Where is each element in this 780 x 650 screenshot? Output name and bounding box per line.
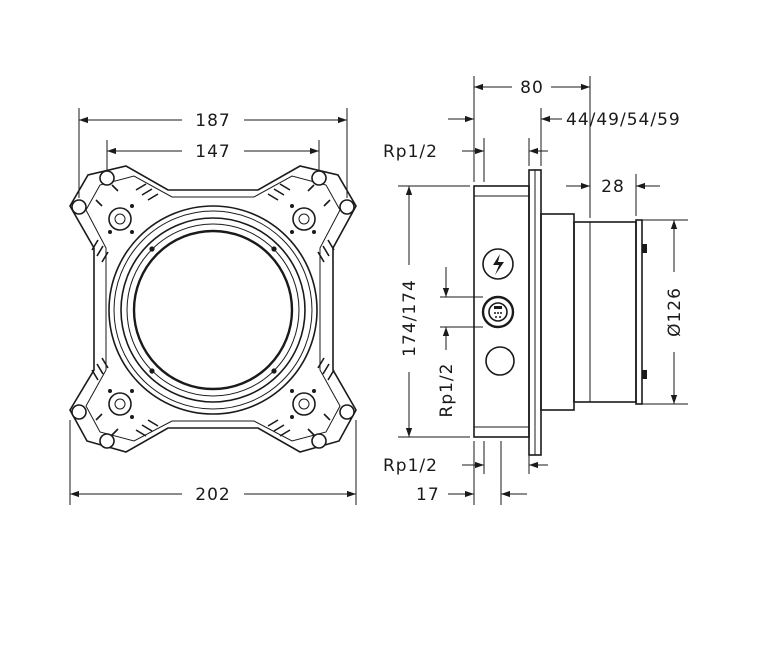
front-view: 187 147 202 (69, 108, 357, 505)
dimension-80: 80 (474, 78, 590, 98)
shower-head-symbol-icon (494, 306, 502, 318)
dim-label-17: 17 (416, 485, 440, 505)
dim-label-147: 147 (195, 142, 230, 162)
adjustable-sleeve (540, 213, 575, 411)
side-view: 80 44/49/54/59 Rp1/2 28 174/174 (383, 76, 688, 505)
dim-label-174: 174/174 (400, 279, 420, 357)
mounting-bolts (108, 207, 316, 416)
dimension-thread-top: Rp1/2 (383, 142, 548, 162)
inner-opening (132, 229, 294, 391)
dim-label-28: 28 (601, 177, 625, 197)
dim-label-80: 80 (520, 78, 544, 98)
dim-label-202: 202 (195, 485, 230, 505)
dimension-126: Ø126 (665, 220, 685, 404)
adjustment-slots (91, 183, 335, 437)
dimension-28: 28 (566, 177, 660, 197)
flange-inner-edge (85, 175, 341, 442)
corner-holes (71, 170, 355, 449)
mounting-flange-outline (69, 165, 357, 453)
ring-3 (120, 217, 306, 403)
collar-clips (642, 244, 647, 379)
outer-ring (108, 205, 318, 415)
dim-label-adjustment: 44/49/54/59 (566, 110, 681, 130)
side-extension-lines (398, 76, 688, 505)
dimension-202: 202 (70, 485, 356, 505)
empty-port-icon (485, 346, 515, 376)
small-fixing-dots (108, 204, 316, 419)
collar (573, 221, 637, 403)
ring-screws (149, 246, 277, 374)
port-shower (481, 295, 515, 329)
ring-2 (113, 210, 313, 410)
dimension-17: 17 (416, 485, 527, 505)
dimension-adjustment: 44/49/54/59 (448, 110, 681, 130)
dimension-thread-bottom: Rp1/2 (383, 456, 548, 476)
dimension-thread-side: Rp1/2 (437, 267, 457, 417)
dim-label-126: Ø126 (665, 287, 685, 337)
dim-label-187: 187 (195, 111, 230, 131)
dimension-147: 147 (107, 142, 319, 162)
dim-label-thread-top: Rp1/2 (383, 142, 438, 162)
ring-4 (126, 223, 300, 397)
dimension-174: 174/174 (400, 186, 420, 437)
dimension-187: 187 (79, 111, 347, 131)
port-lightning (482, 248, 514, 280)
lightning-symbol-icon (493, 254, 504, 275)
dim-label-thread-side: Rp1/2 (437, 363, 457, 418)
dim-label-thread-bottom: Rp1/2 (383, 456, 438, 476)
collar-front-edge (635, 219, 643, 405)
